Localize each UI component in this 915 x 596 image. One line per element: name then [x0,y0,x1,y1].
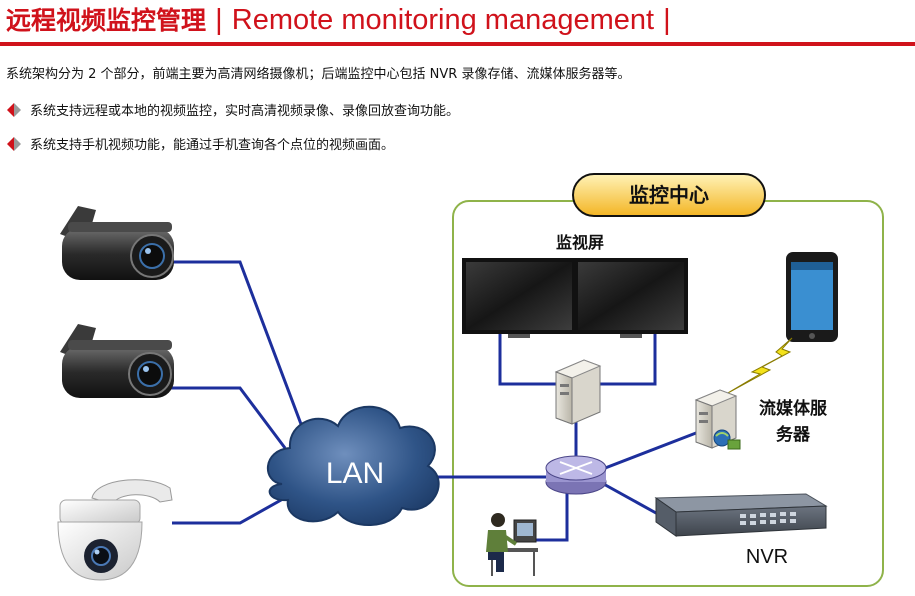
link-camera2-lan [150,386,287,449]
dome-camera-icon [57,479,173,581]
link-router-nvr [599,480,666,520]
link-monitor2-server [598,332,657,386]
link-router-stream [599,431,697,472]
link-dome-lan [172,493,291,525]
page-title: 远程视频监控管理 | Remote monitoring management … [6,2,671,38]
nvr-icon [654,493,828,537]
diamond-bullet-icon [7,136,21,151]
diamond-bullet-icon [7,102,21,117]
mobile-phone-icon [786,252,838,342]
network-diagram: LAN 监控中心 监视屏 [57,173,884,587]
monitor-screen-icon [574,258,688,338]
monitoring-center-label: 监控中心 [629,183,709,207]
link-camera1-lan [168,260,312,449]
wireless-lightning-icon [725,337,793,395]
title-en: Remote monitoring management [231,4,655,36]
title-rule [0,42,915,46]
bullet-camera-icon [60,324,174,398]
bullet-item: 系统支持远程或本地的视频监控，实时高清视频录像、录像回放查询功能。 [6,100,459,119]
title-zh: 远程视频监控管理 [6,6,207,35]
bullet-item: 系统支持手机视频功能，能通过手机查询各个点位的视频画面。 [6,134,394,153]
bullet-text: 系统支持远程或本地的视频监控，实时高清视频录像、录像回放查询功能。 [30,104,460,119]
bullet-text: 系统支持手机视频功能，能通过手机查询各个点位的视频画面。 [30,138,395,153]
streaming-server-label-line2: 务器 [776,424,811,445]
bullet-camera-icon [60,206,174,280]
streaming-server-icon [694,389,741,450]
lan-label: LAN [326,457,384,490]
router-icon [545,455,607,495]
operator-workstation-icon [486,513,538,576]
title-separator-end: | [663,4,671,36]
title-separator: | [215,4,223,36]
monitor-screen-icon [462,258,576,338]
intro-text: 系统架构分为 2 个部分，前端主要为高清网络摄像机；后端监控中心包括 NVR 录… [6,67,631,82]
monitor-screen-label: 监视屏 [556,233,604,252]
lan-cloud-icon: LAN [266,405,440,526]
nvr-label: NVR [746,546,788,568]
server-icon [554,359,602,425]
streaming-server-label-line1: 流媒体服 [759,398,828,419]
monitoring-center-badge: 监控中心 [572,173,766,217]
link-monitor1-server [498,332,556,386]
